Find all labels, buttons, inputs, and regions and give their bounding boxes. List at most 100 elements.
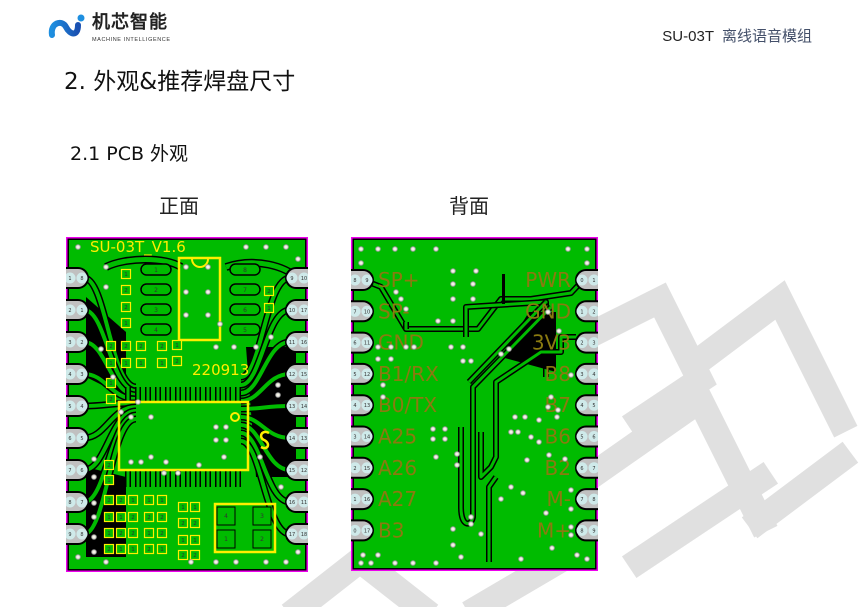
pin-hole xyxy=(66,400,76,412)
via-hole xyxy=(284,245,288,249)
copper-trace xyxy=(104,257,183,270)
smd-pad-number: 2 xyxy=(124,288,128,294)
smd-pad xyxy=(103,527,115,539)
via-hole xyxy=(546,310,550,314)
smd-pad-number: 1 xyxy=(160,547,164,553)
pin-hole xyxy=(361,524,373,536)
pin-number: 6 xyxy=(353,341,356,347)
pin-number: 4 xyxy=(353,403,356,409)
pin-number: 1 xyxy=(592,278,595,284)
pin-number: 7 xyxy=(68,468,71,474)
logo-name-cn: 机芯智能 xyxy=(92,12,168,33)
smd-pad-number: 2 xyxy=(107,463,111,469)
via-hole xyxy=(471,282,475,286)
pin-number: 12 xyxy=(289,372,295,378)
via-hole xyxy=(99,347,103,351)
copper-trace xyxy=(240,372,291,403)
ic-pad xyxy=(140,283,172,296)
pin-number: 10 xyxy=(301,276,307,282)
via-hole xyxy=(234,560,238,564)
via-hole xyxy=(461,345,465,349)
smd-pad xyxy=(143,543,155,555)
smd-pad-number: 1 xyxy=(181,538,185,544)
smd-pad xyxy=(127,543,139,555)
pin-number: 4 xyxy=(80,404,83,410)
pin-hole xyxy=(286,368,298,380)
via-hole xyxy=(461,359,465,363)
smd-pad-number: 2 xyxy=(109,344,113,350)
via-hole xyxy=(104,265,108,269)
pin-hole xyxy=(576,524,588,536)
back-pin-label: SP- xyxy=(378,299,410,323)
via-hole xyxy=(449,345,453,349)
pin-hole xyxy=(76,304,88,316)
via-hole xyxy=(279,485,283,489)
pin-number: 5 xyxy=(353,372,356,378)
smd-pad-number: 2 xyxy=(124,344,128,350)
pin-number: 7 xyxy=(353,309,356,315)
pin-hole xyxy=(66,304,76,316)
via-hole xyxy=(431,427,435,431)
smd-pad xyxy=(115,494,127,506)
back-view-label: 背面 xyxy=(449,194,489,218)
copper-trace xyxy=(360,275,588,331)
via-hole xyxy=(129,460,133,464)
via-hole xyxy=(434,247,438,251)
via-hole xyxy=(296,257,300,261)
smd-pad-number: 2 xyxy=(107,547,111,553)
pin-hole xyxy=(66,464,76,476)
pin-hole xyxy=(66,432,76,444)
ic-pad xyxy=(229,303,261,316)
back-pin-label: A27 xyxy=(378,487,417,511)
via-hole xyxy=(519,557,523,561)
smd-pad xyxy=(103,511,115,523)
smd-pad xyxy=(189,549,201,561)
pin-number: 6 xyxy=(592,435,595,441)
crystal-pad-number: 3 xyxy=(260,513,264,520)
pin-number: 8 xyxy=(68,500,71,506)
pin-number: 1 xyxy=(580,309,583,315)
via-hole xyxy=(92,501,96,505)
crystal-pad-number: 1 xyxy=(224,536,228,543)
via-hole xyxy=(92,515,96,519)
pin-hole xyxy=(361,431,373,442)
via-hole xyxy=(361,553,365,557)
smd-pad xyxy=(177,534,189,546)
pin-number: 2 xyxy=(580,341,583,347)
ic-pad-number: 6 xyxy=(243,307,247,314)
smd-pad-number: 1 xyxy=(139,361,143,367)
pin-number: 8 xyxy=(580,528,583,534)
pin-hole xyxy=(588,274,598,286)
via-hole xyxy=(92,550,96,554)
section-heading: 2. 外观&推荐焊盘尺寸 xyxy=(64,69,296,95)
smd-pad-number: 1 xyxy=(160,361,164,367)
silkscreen-date: 220913 xyxy=(192,361,249,379)
smd-pad-number: 1 xyxy=(119,547,123,553)
via-hole xyxy=(119,410,123,414)
smd-pad xyxy=(189,517,201,529)
smd-pad xyxy=(115,527,127,539)
back-pin-label: PWR xyxy=(525,268,571,292)
back-pin-label: M+ xyxy=(537,518,571,542)
pin-number: 3 xyxy=(68,340,71,346)
pin-hole xyxy=(286,304,298,316)
pin-hole xyxy=(76,464,88,476)
via-hole xyxy=(546,405,550,409)
smd-pad-number: 1 xyxy=(147,498,151,504)
smd-pad-number: 1 xyxy=(107,478,111,484)
pin-hole xyxy=(76,336,88,348)
pin-hole xyxy=(361,305,373,317)
via-hole xyxy=(547,453,551,457)
pin-number: 6 xyxy=(80,468,83,474)
via-hole xyxy=(443,437,447,441)
smd-pad xyxy=(135,340,147,352)
pin-number: 4 xyxy=(592,372,595,378)
via-hole xyxy=(258,455,262,459)
ic-pad-number: 1 xyxy=(154,267,158,274)
pin-hole xyxy=(286,496,298,508)
smd-pad-number: 2 xyxy=(267,289,271,295)
pin-number: 4 xyxy=(580,403,583,409)
pin-hole xyxy=(66,528,76,540)
pin-hole xyxy=(361,274,373,286)
via-hole xyxy=(224,425,228,429)
